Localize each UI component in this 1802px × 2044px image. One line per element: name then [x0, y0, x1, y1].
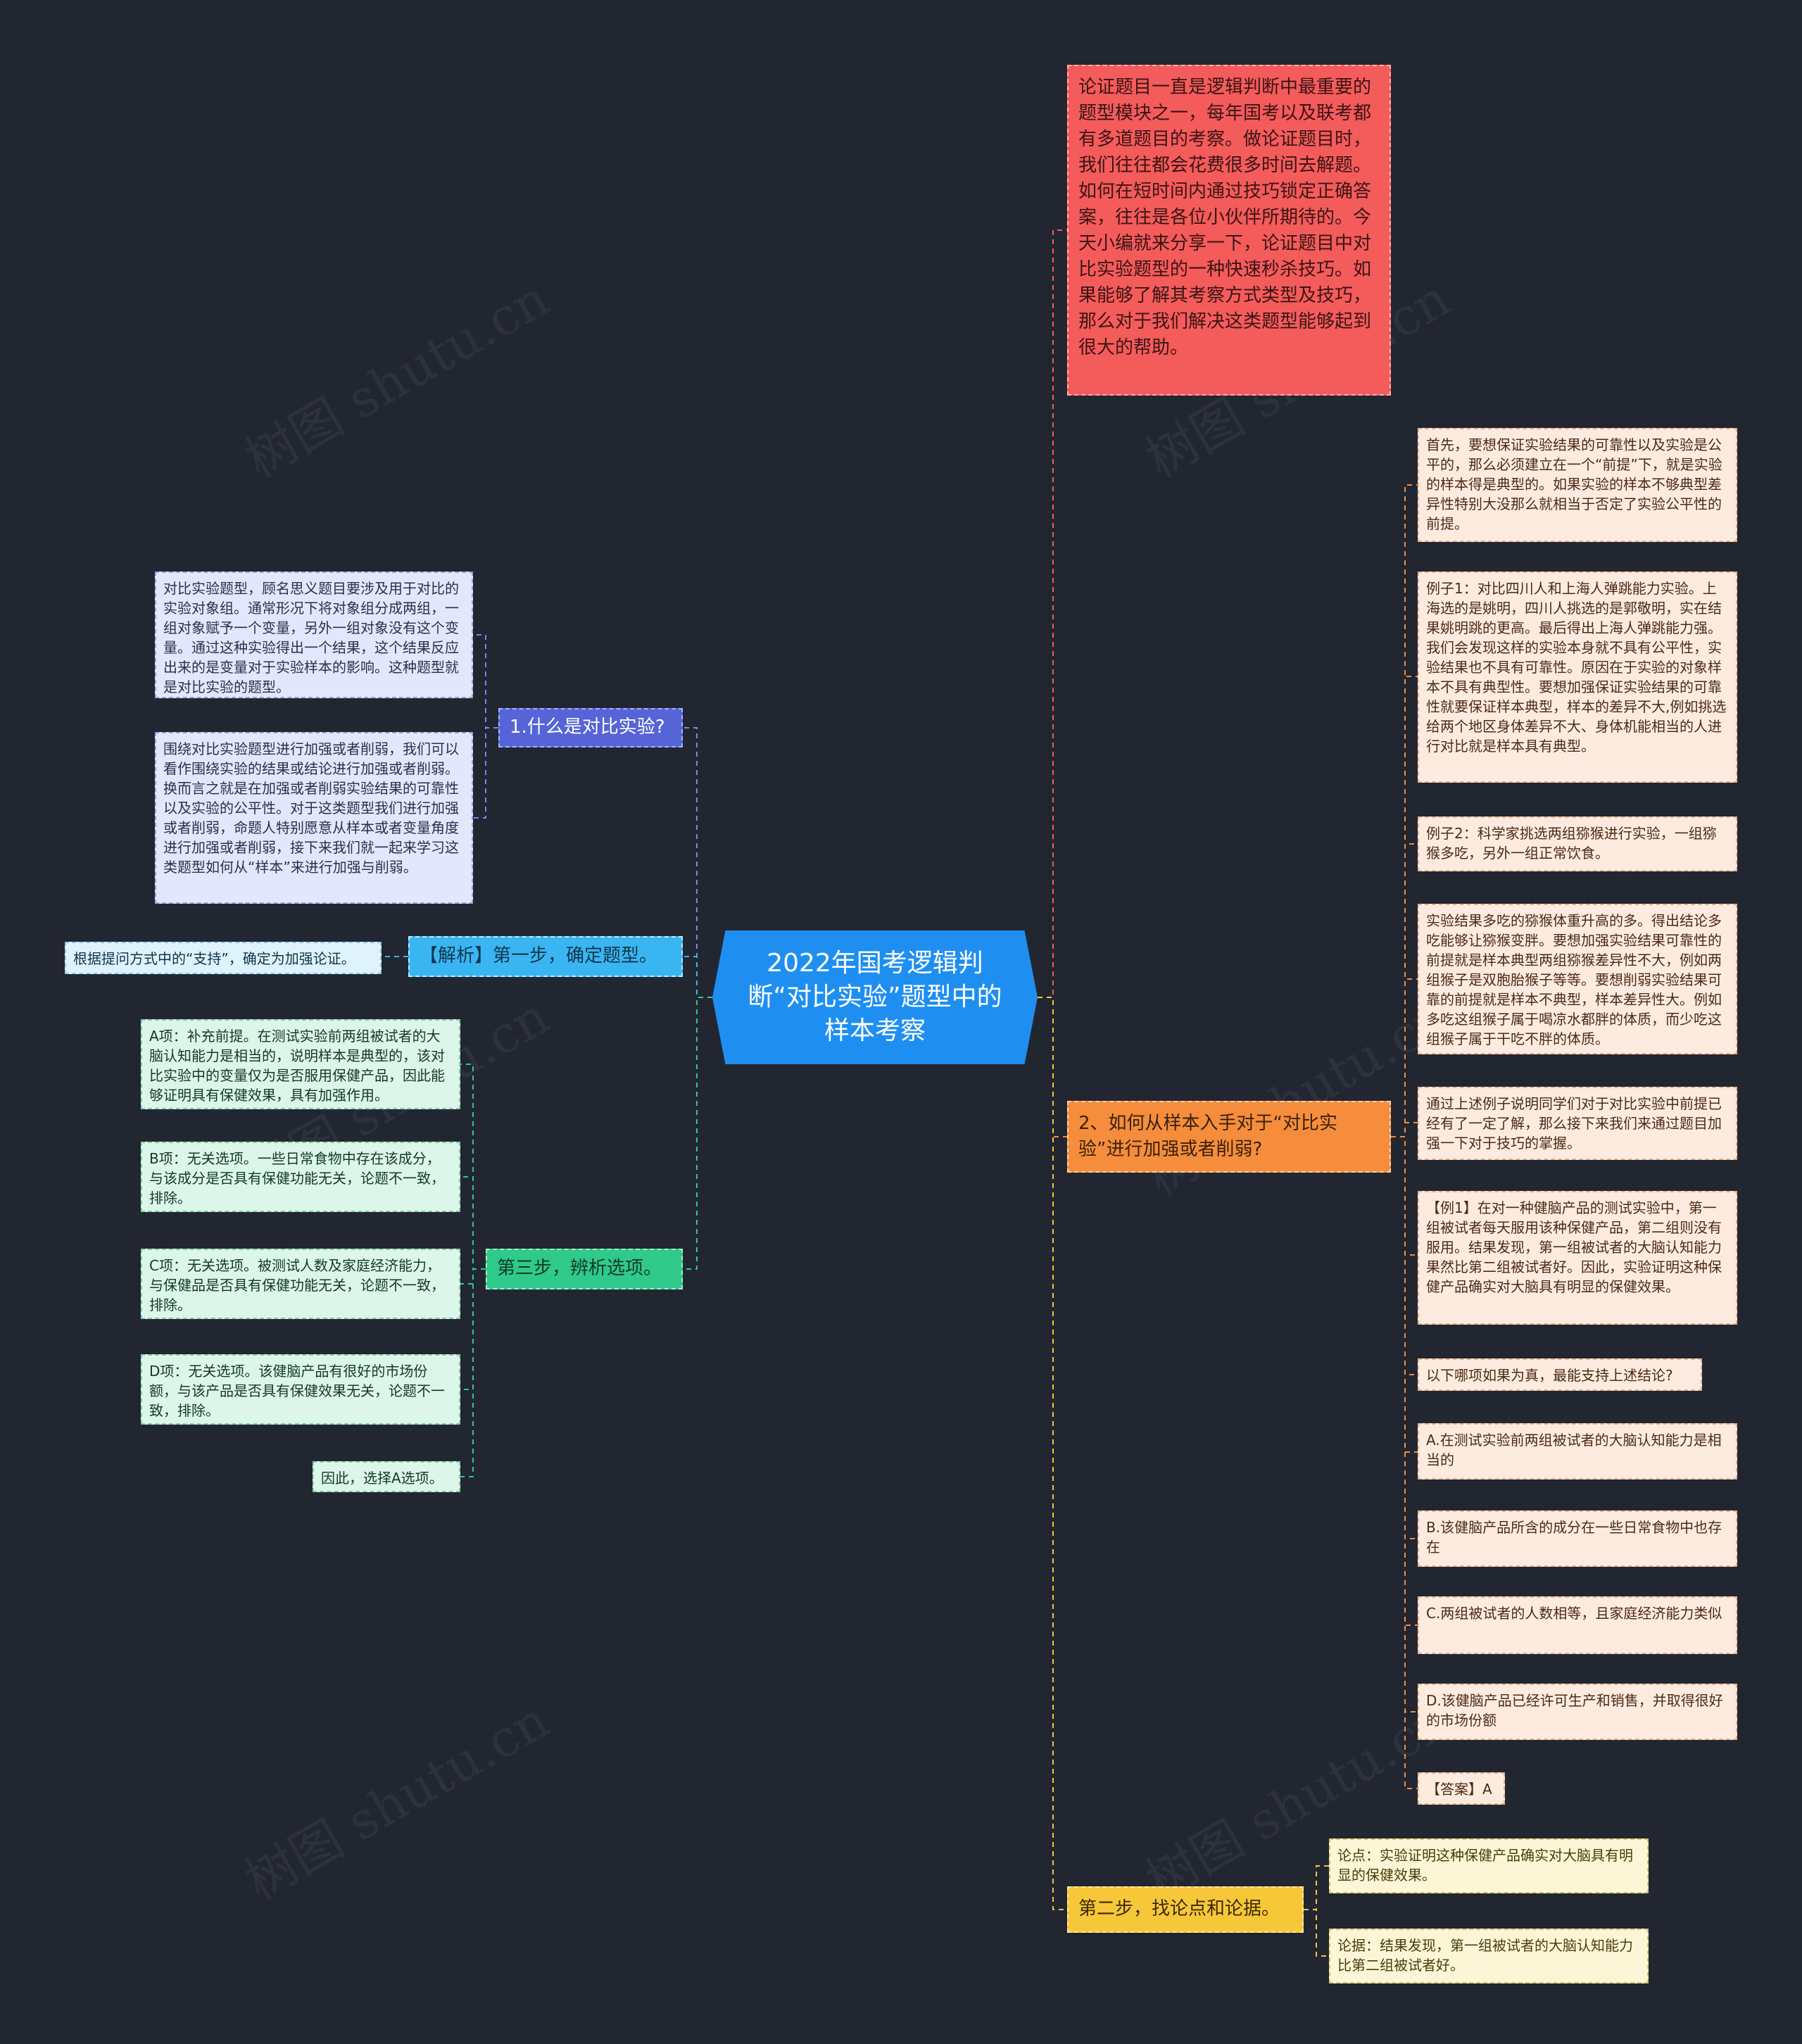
intro-node[interactable]: 论证题目一直是逻辑判断中最重要的题型模块之一，每年国考以及联考都有多道题目的考察… [1067, 65, 1391, 396]
leaf-node[interactable]: B项：无关选项。一些日常食物中存在该成分，与该成分是否具有保健功能无关，论题不一… [141, 1142, 460, 1212]
leaf-text: 围绕对比实验题型进行加强或者削弱，我们可以看作围绕实验的结果或结论进行加强或者削… [163, 740, 459, 876]
branch-label: 第三步，辨析选项。 [497, 1258, 662, 1279]
leaf-node[interactable]: D.该健脑产品已经许可生产和销售，并取得很好的市场份额 [1418, 1684, 1737, 1740]
intro-text: 论证题目一直是逻辑判断中最重要的题型模块之一，每年国考以及联考都有多道题目的考察… [1078, 77, 1372, 358]
leaf-node[interactable]: C.两组被试者的人数相等，且家庭经济能力类似 [1418, 1596, 1737, 1654]
leaf-node[interactable]: B.该健脑产品所含的成分在一些日常食物中也存在 [1418, 1510, 1737, 1567]
leaf-text: 论据：结果发现，第一组被试者的大脑认知能力比第二组被试者好。 [1337, 1937, 1633, 1974]
branch-step-two[interactable]: 第二步，找论点和论据。 [1067, 1886, 1304, 1933]
leaf-text: 以下哪项如果为真，最能支持上述结论? [1426, 1367, 1673, 1384]
leaf-node[interactable]: 实验结果多吃的猕猴体重升高的多。得出结论多吃能够让猕猴变胖。要想加强实验结果可靠… [1418, 904, 1737, 1054]
leaf-text: C.两组被试者的人数相等，且家庭经济能力类似 [1426, 1605, 1722, 1622]
leaf-text: B项：无关选项。一些日常食物中存在该成分，与该成分是否具有保健功能无关，论题不一… [149, 1150, 445, 1206]
leaf-text: 首先，要想保证实验结果的可靠性以及实验是公平的，那么必须建立在一个“前提”下，就… [1426, 436, 1722, 532]
leaf-text: 例子1：对比四川人和上海人弹跳能力实验。上海选的是姚明，四川人挑选的是郭敬明，实… [1426, 580, 1727, 755]
branch-step-one[interactable]: 【解析】第一步，确定题型。 [408, 936, 683, 977]
leaf-text: 【例1】在对一种健脑产品的测试实验中，第一组被试者每天服用该种保健产品，第二组则… [1426, 1199, 1722, 1295]
leaf-text: 根据提问方式中的“支持”，确定为加强论证。 [73, 950, 355, 967]
branch-how-from-sample[interactable]: 2、如何从样本入手对于“对比实验”进行加强或者削弱? [1067, 1101, 1391, 1173]
leaf-node[interactable]: 论据：结果发现，第一组被试者的大脑认知能力比第二组被试者好。 [1329, 1929, 1649, 1983]
leaf-node[interactable]: C项：无关选项。被测试人数及家庭经济能力，与保健品是否具有保健功能无关，论题不一… [141, 1249, 460, 1319]
leaf-node[interactable]: 论点：实验证明这种保健产品确实对大脑具有明显的保健效果。 [1329, 1838, 1649, 1893]
root-topic-label: 2022年国考逻辑判断“对比实验”题型中的样本考察 [748, 949, 1002, 1045]
leaf-text: 例子2：科学家挑选两组猕猴进行实验，一组猕猴多吃，另外一组正常饮食。 [1426, 825, 1717, 862]
branch-label: 2、如何从样本入手对于“对比实验”进行加强或者削弱? [1078, 1113, 1338, 1160]
leaf-node[interactable]: A项：补充前提。在测试实验前两组被试者的大脑认知能力是相当的，说明样本是典型的，… [141, 1019, 460, 1109]
leaf-text: D.该健脑产品已经许可生产和销售，并取得很好的市场份额 [1426, 1692, 1723, 1729]
leaf-node[interactable]: 对比实验题型，顾名思义题目要涉及用于对比的实验对象组。通常形况下将对象组分成两组… [155, 572, 473, 698]
root-topic[interactable]: 2022年国考逻辑判断“对比实验”题型中的样本考察 [712, 930, 1038, 1064]
leaf-text: 【答案】A [1426, 1781, 1492, 1798]
leaf-node[interactable]: A.在测试实验前两组被试者的大脑认知能力是相当的 [1418, 1423, 1737, 1480]
branch-label: 第二步，找论点和论据。 [1078, 1898, 1280, 1919]
leaf-node[interactable]: 因此，选择A选项。 [313, 1461, 460, 1492]
leaf-text: A.在测试实验前两组被试者的大脑认知能力是相当的 [1426, 1432, 1722, 1468]
leaf-text: 实验结果多吃的猕猴体重升高的多。得出结论多吃能够让猕猴变胖。要想加强实验结果可靠… [1426, 912, 1722, 1047]
leaf-node[interactable]: 首先，要想保证实验结果的可靠性以及实验是公平的，那么必须建立在一个“前提”下，就… [1418, 428, 1737, 542]
leaf-text: C项：无关选项。被测试人数及家庭经济能力，与保健品是否具有保健功能无关，论题不一… [149, 1257, 445, 1313]
branch-label: 【解析】第一步，确定题型。 [420, 945, 658, 966]
leaf-text: D项：无关选项。该健脑产品有很好的市场份额，与该产品是否具有保健效果无关，论题不… [149, 1363, 445, 1419]
leaf-text: 通过上述例子说明同学们对于对比实验中前提已经有了一定了解，那么接下来我们来通过题… [1426, 1095, 1722, 1152]
leaf-node[interactable]: 以下哪项如果为真，最能支持上述结论? [1418, 1358, 1702, 1391]
branch-label: 1.什么是对比实验? [510, 717, 665, 738]
leaf-node[interactable]: D项：无关选项。该健脑产品有很好的市场份额，与该产品是否具有保健效果无关，论题不… [141, 1354, 460, 1425]
leaf-text: 对比实验题型，顾名思义题目要涉及用于对比的实验对象组。通常形况下将对象组分成两组… [163, 580, 459, 695]
leaf-node[interactable]: 例子1：对比四川人和上海人弹跳能力实验。上海选的是姚明，四川人挑选的是郭敬明，实… [1418, 572, 1737, 783]
branch-what-is-comparison[interactable]: 1.什么是对比实验? [498, 708, 683, 747]
leaf-text: 因此，选择A选项。 [321, 1470, 443, 1487]
leaf-node[interactable]: 围绕对比实验题型进行加强或者削弱，我们可以看作围绕实验的结果或结论进行加强或者削… [155, 732, 473, 904]
leaf-node[interactable]: 通过上述例子说明同学们对于对比实验中前提已经有了一定了解，那么接下来我们来通过题… [1418, 1087, 1737, 1160]
leaf-text: B.该健脑产品所含的成分在一些日常食物中也存在 [1426, 1519, 1722, 1556]
leaf-node[interactable]: 【例1】在对一种健脑产品的测试实验中，第一组被试者每天服用该种保健产品，第二组则… [1418, 1191, 1737, 1325]
leaf-node[interactable]: 根据提问方式中的“支持”，确定为加强论证。 [65, 942, 382, 974]
leaf-node[interactable]: 【答案】A [1418, 1772, 1505, 1805]
leaf-node[interactable]: 例子2：科学家挑选两组猕猴进行实验，一组猕猴多吃，另外一组正常饮食。 [1418, 816, 1737, 871]
leaf-text: 论点：实验证明这种保健产品确实对大脑具有明显的保健效果。 [1337, 1847, 1633, 1884]
branch-step-three[interactable]: 第三步，辨析选项。 [486, 1249, 683, 1289]
leaf-text: A项：补充前提。在测试实验前两组被试者的大脑认知能力是相当的，说明样本是典型的，… [149, 1028, 445, 1104]
